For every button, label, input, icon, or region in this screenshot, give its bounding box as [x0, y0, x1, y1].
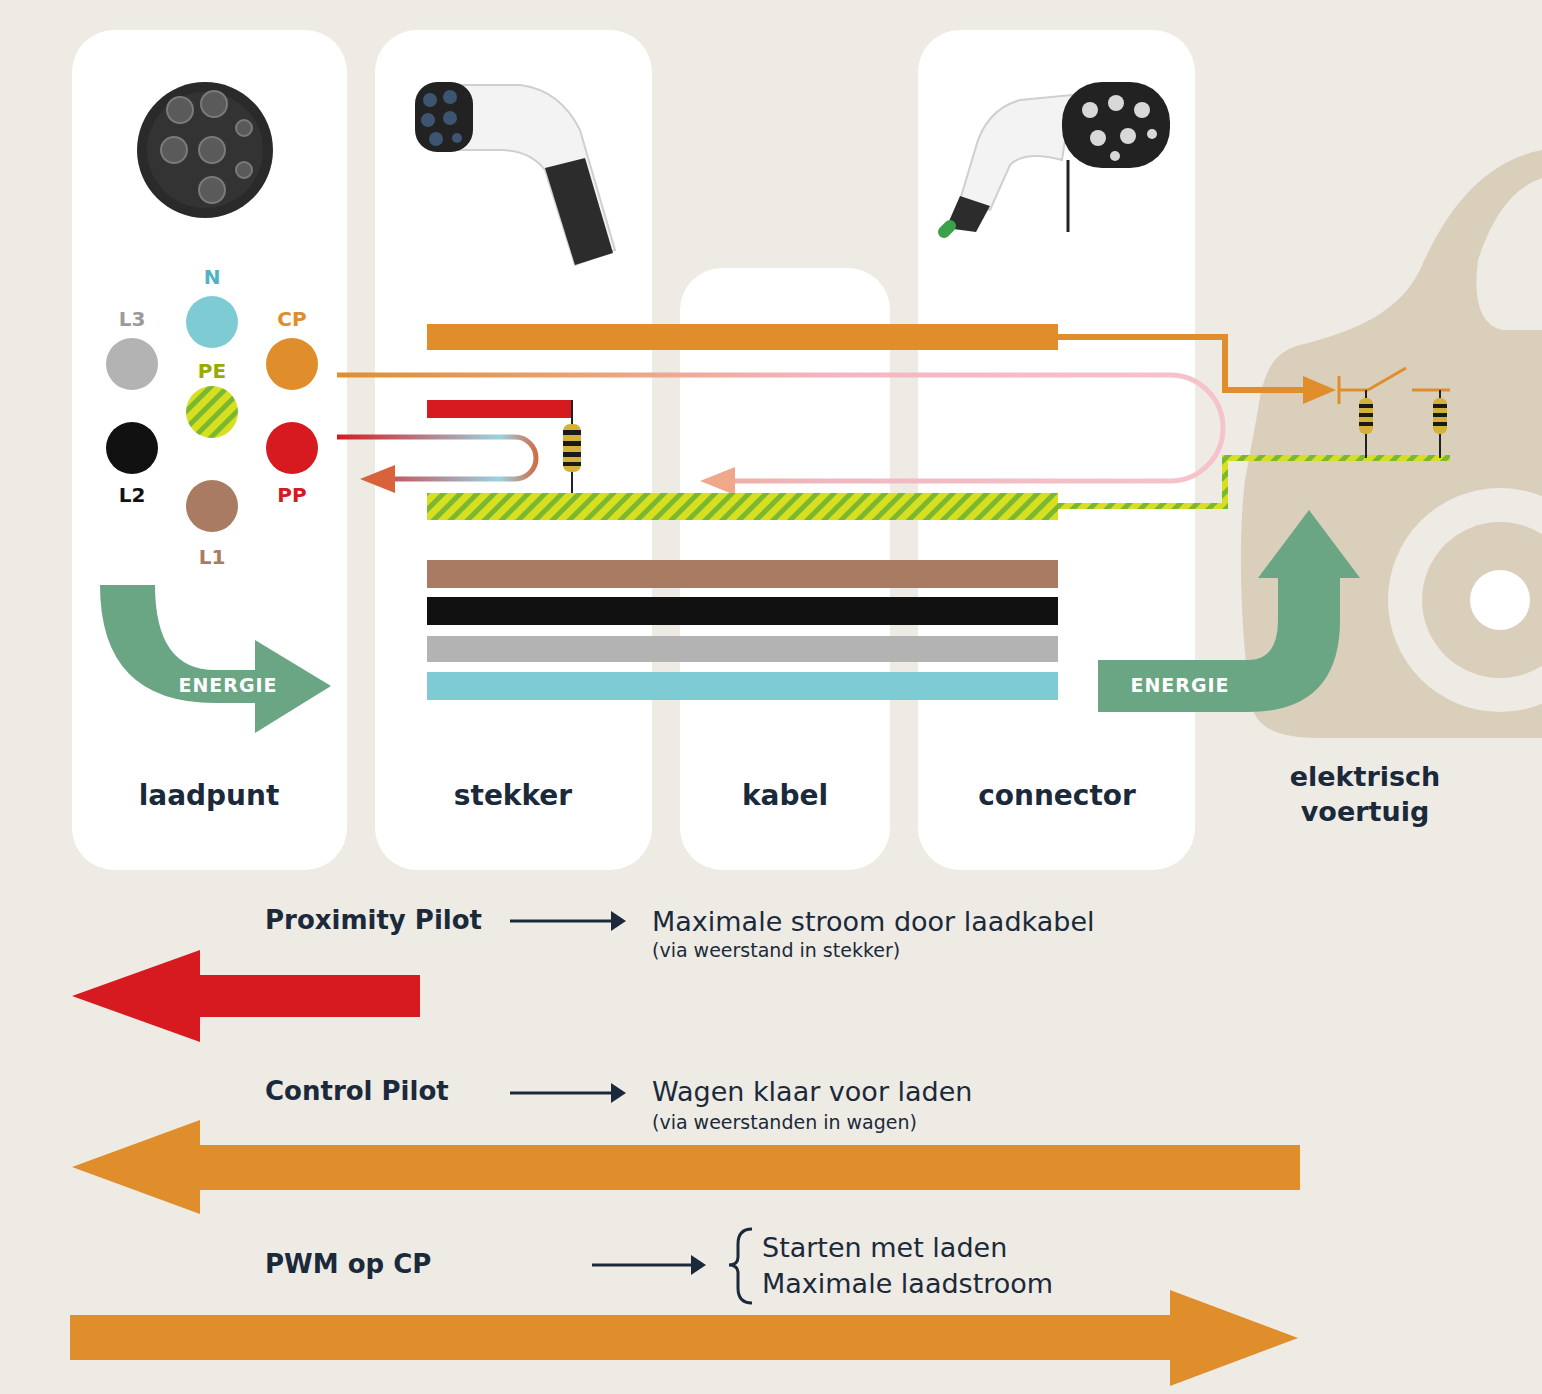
- note-holder: (via weerstanden in wagen): [652, 1111, 917, 1133]
- wheel: [1422, 522, 1542, 678]
- signal-name: Control Pilot: [265, 1076, 449, 1106]
- pin-name: PP: [277, 483, 306, 507]
- n-wire: [427, 672, 1058, 700]
- diode-symbol: [1303, 376, 1336, 404]
- plug-illustration: [415, 82, 615, 265]
- pp-wire: [427, 400, 572, 418]
- pin-name-holder: CP: [277, 307, 306, 331]
- note: (via weerstanden in wagen): [652, 1111, 917, 1133]
- pin-name-holder: L1: [199, 545, 226, 569]
- energy-label: ENERGIE: [1130, 674, 1229, 696]
- pointer-arrow: [592, 1255, 706, 1275]
- wheel-hub: [1470, 570, 1530, 630]
- l2-wire: [427, 597, 1058, 625]
- note-holder: (via weerstand in stekker): [652, 939, 900, 961]
- signal-meaning: Wagen klaar voor laden: [652, 1076, 972, 1107]
- pin-name-holder: N: [204, 265, 221, 289]
- panel-title: stekker: [454, 779, 572, 812]
- signal-name-holder: Proximity Pilot: [265, 905, 482, 935]
- pin-name: L3: [119, 307, 146, 331]
- part-name-holder: elektrisch voertuig: [1250, 759, 1480, 829]
- pointer-arrow: [510, 911, 626, 931]
- pin-name: CP: [277, 307, 306, 331]
- signal-meaning-holder: Wagen klaar voor laden: [652, 1076, 972, 1107]
- pointer-arrow: [510, 1083, 626, 1103]
- panel-title-holder: connector: [978, 779, 1136, 812]
- cp-wire: [427, 324, 1058, 350]
- car-window: [1476, 178, 1542, 330]
- signal-meaning-holder: Starten met laden: [762, 1232, 1007, 1263]
- signal-meaning-holder: Maximale laadstroom: [762, 1268, 1053, 1299]
- switch-symbol: [1368, 368, 1406, 390]
- l3-wire: [427, 636, 1058, 662]
- signal-meaning: Starten met laden: [762, 1232, 1007, 1263]
- pin-circles: [106, 296, 318, 532]
- pe-wire: [427, 493, 1058, 520]
- energy-arrow: ENERGIE: [1098, 510, 1360, 712]
- l1-wire: [427, 560, 1058, 588]
- signal-meaning-holder: Maximale stroom door laadkabel: [652, 906, 1095, 937]
- resistor-symbol: [1359, 390, 1373, 458]
- pwm-direction-arrow: [70, 1290, 1298, 1386]
- vehicle-wire: [1339, 389, 1368, 392]
- signal-meaning: Maximale stroom door laadkabel: [652, 906, 1095, 937]
- pp-direction-arrow: [72, 950, 420, 1042]
- energy-label: ENERGIE: [178, 674, 277, 696]
- panel: stekker: [375, 30, 652, 870]
- panel-title-holder: kabel: [742, 779, 828, 812]
- pin-name: N: [204, 265, 221, 289]
- pin-name: PE: [198, 359, 226, 383]
- pin-name: L2: [119, 483, 146, 507]
- cp-direction-arrow: [72, 1120, 1300, 1214]
- pin-name-holder: L3: [119, 307, 146, 331]
- signal-name: Proximity Pilot: [265, 905, 482, 935]
- connector-illustration: [944, 82, 1170, 232]
- cp-signal-line: [337, 375, 1223, 481]
- pin-name: L1: [199, 545, 226, 569]
- part-name: elektrisch voertuig: [1250, 759, 1480, 829]
- panel-title-holder: stekker: [454, 779, 572, 812]
- note: (via weerstand in stekker): [652, 939, 900, 961]
- signal-meaning: Maximale laadstroom: [762, 1268, 1053, 1299]
- energy-arrow-fill: [100, 585, 331, 733]
- energy-arrow-fill: [1098, 510, 1360, 712]
- resistor-symbol: [563, 400, 581, 493]
- pp-arrowhead: [360, 465, 395, 493]
- energy-label-holder: ENERGIE: [178, 674, 277, 696]
- energy-arrow: ENERGIE: [95, 585, 335, 737]
- wheel-arch: [1388, 488, 1542, 712]
- signal-name: PWM op CP: [265, 1249, 431, 1279]
- vehicle-wire: [1412, 389, 1450, 392]
- brace: [729, 1229, 752, 1303]
- energy-arrow-shape: [95, 585, 335, 737]
- cp-arrowhead: [700, 467, 735, 495]
- pin-name-holder: PP: [277, 483, 306, 507]
- pe-vehicle-wire: [1058, 458, 1450, 506]
- panel-title: connector: [978, 779, 1136, 812]
- signal-name-holder: Control Pilot: [265, 1076, 449, 1106]
- energy-label-holder: ENERGIE: [1130, 674, 1229, 696]
- signal-name-holder: PWM op CP: [265, 1249, 431, 1279]
- panel-title: kabel: [742, 779, 828, 812]
- pp-signal-line: [337, 437, 536, 479]
- socket-illustration: [137, 82, 273, 218]
- pin-name-holder: L2: [119, 483, 146, 507]
- pin-name-holder: PE: [198, 359, 226, 383]
- resistor-symbol: [1433, 390, 1447, 458]
- panel-title-holder: laadpunt: [139, 779, 280, 812]
- panel-title: laadpunt: [139, 779, 280, 812]
- cp-vehicle-wire: [1058, 337, 1305, 390]
